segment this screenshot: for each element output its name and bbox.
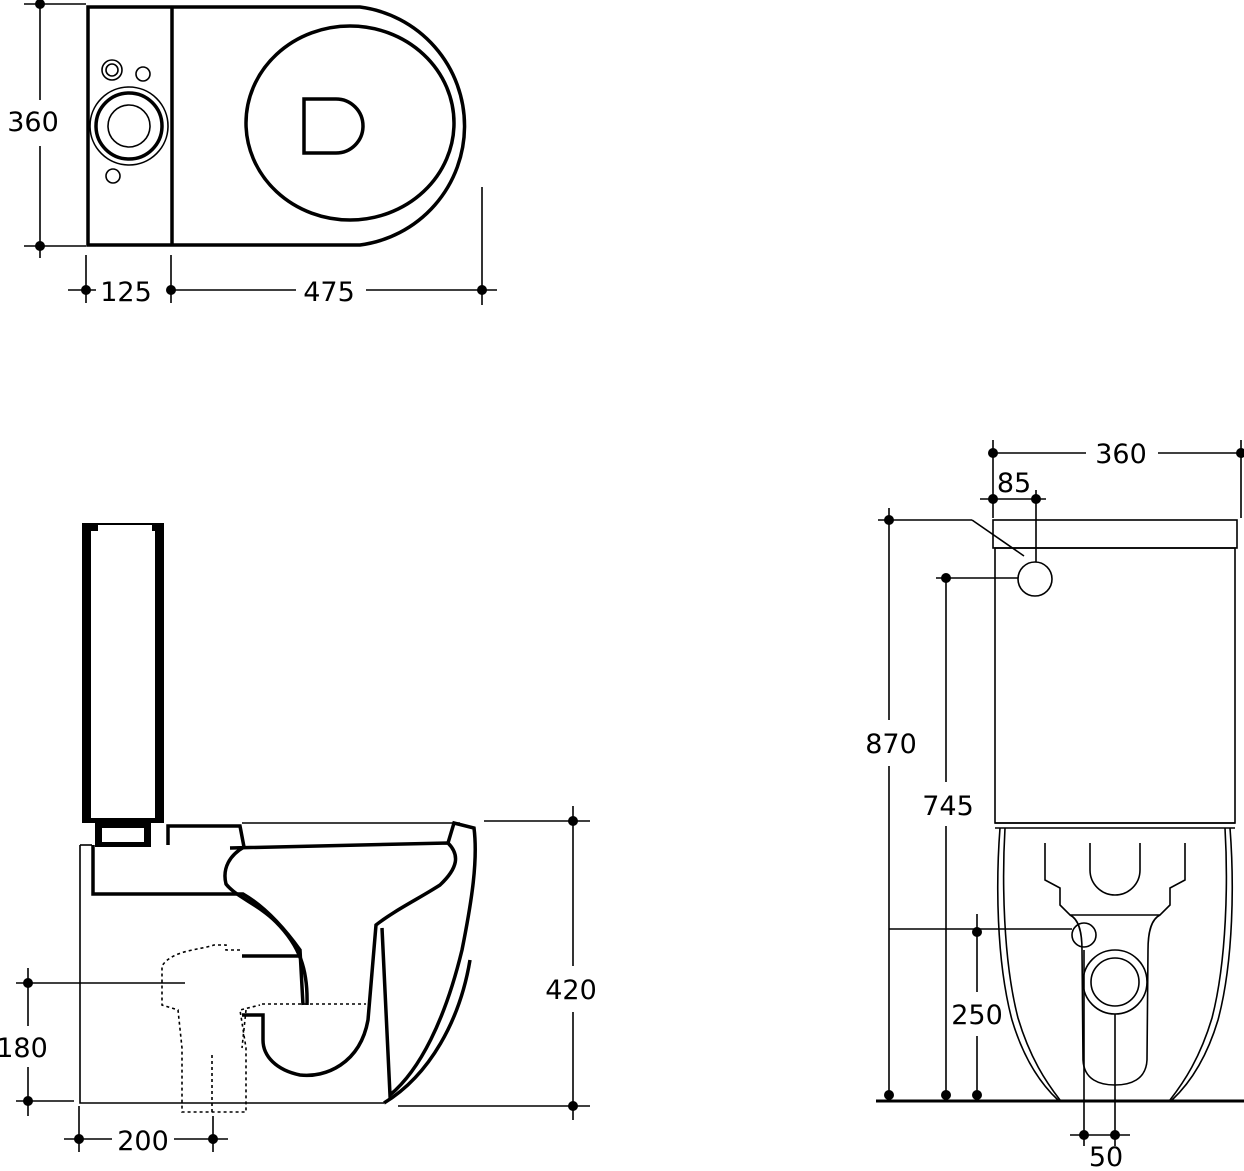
- front-outlet-offset-label: 50: [1089, 1142, 1123, 1171]
- front-view: 360 85 870 745 250 50: [865, 439, 1244, 1171]
- seat-logo-icon: [302, 97, 365, 155]
- tank-hole-inner-icon: [105, 63, 119, 77]
- bowl-front-outline: [996, 827, 1234, 1101]
- outlet-height-label: 180: [0, 1033, 48, 1064]
- side-view: 420 180 200: [0, 523, 597, 1157]
- front-outlet-height-label: 250: [951, 1000, 1003, 1031]
- small-hole-icon: [105, 168, 121, 184]
- water-inlet-icon: [1017, 561, 1053, 597]
- top-view: 360 125 475: [7, 0, 497, 308]
- inlet-height-label: 745: [922, 791, 974, 822]
- waste-outlet-icon: [1082, 949, 1148, 1015]
- flush-button-outer: [89, 86, 169, 166]
- outlet-offset-label: 200: [117, 1126, 169, 1157]
- outlet-pipe: [161, 944, 366, 1113]
- front-width-label: 360: [1095, 439, 1147, 470]
- bowl-height-label: 420: [545, 975, 597, 1006]
- base-outline: [79, 845, 384, 1104]
- outlet-hole-icon: [1071, 922, 1097, 948]
- flush-button-inner: [107, 104, 151, 148]
- cistern-lid: [992, 519, 1238, 549]
- small-hole-icon: [135, 66, 151, 82]
- top-depth-label: 360: [7, 107, 59, 138]
- inlet-offset-label: 85: [997, 468, 1031, 499]
- tank-hole-icon: [101, 59, 123, 81]
- cistern-front: [994, 547, 1236, 824]
- flush-button: [94, 91, 164, 161]
- top-view-outline: [86, 5, 467, 247]
- total-height-label: 870: [865, 729, 917, 760]
- seat-opening: [244, 24, 456, 222]
- tank-depth-label: 125: [100, 277, 152, 308]
- bowl-depth-label: 475: [303, 277, 355, 308]
